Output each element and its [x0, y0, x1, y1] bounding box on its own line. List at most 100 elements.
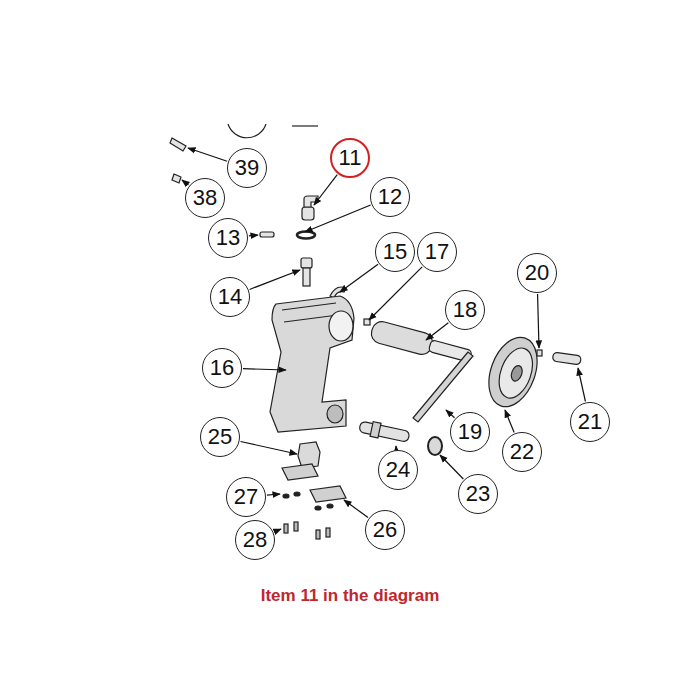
part-14-shank [303, 268, 310, 286]
part-22-rim [480, 331, 546, 414]
callout-circle: 38 [185, 178, 225, 218]
part-11-body [302, 207, 314, 220]
part-18-sleeve [369, 319, 435, 356]
part-28 [326, 528, 330, 537]
leader-line [314, 175, 337, 205]
callout-circle: 12 [370, 177, 410, 217]
leader-line [249, 234, 258, 236]
callout-number: 19 [458, 421, 482, 443]
part-16-detail [282, 303, 338, 322]
leader-line [243, 369, 286, 370]
parts [170, 124, 581, 539]
part-16-hole [327, 405, 343, 423]
callout-number: 18 [453, 299, 477, 321]
leader-line [446, 410, 455, 418]
part-13 [260, 232, 274, 237]
leader-line [267, 494, 280, 495]
leader-lines [182, 148, 585, 532]
callout-number: 39 [235, 157, 259, 179]
leader-line [340, 264, 378, 292]
part-27 [282, 464, 318, 480]
leader-line [578, 368, 585, 402]
part-22-face [493, 343, 539, 402]
part-11-elbow [304, 196, 318, 207]
callout-number: 26 [373, 519, 397, 541]
callout-number: 24 [386, 459, 410, 481]
callout-circle: 15 [375, 232, 415, 272]
part-28 [316, 530, 320, 539]
part-22-hub [509, 364, 524, 382]
leader-line [440, 455, 463, 479]
callout-circle: 14 [210, 277, 250, 317]
part-24-collar [370, 422, 381, 438]
callout-number: 21 [578, 411, 602, 433]
callout-circle: 24 [378, 450, 418, 490]
leader-line [369, 267, 422, 320]
leader-line [305, 205, 371, 232]
part-28 [294, 522, 298, 531]
callout-number: 28 [243, 529, 267, 551]
callout-circle: 39 [227, 148, 267, 188]
callout-number: 13 [216, 227, 240, 249]
callout-circle: 27 [226, 477, 266, 517]
part-dot [327, 504, 333, 508]
callout-number: 16 [210, 357, 234, 379]
leader-line [505, 410, 514, 433]
part-24-shaft [359, 421, 410, 442]
callout-circle: 20 [517, 253, 557, 293]
callout-circle: 23 [458, 474, 498, 514]
leader-line [250, 270, 300, 289]
callout-circle: 16 [202, 348, 242, 388]
part-22 [480, 331, 546, 414]
part-dot [294, 492, 300, 496]
part-39 [170, 138, 186, 151]
part-24 [358, 419, 410, 444]
part-23 [428, 437, 442, 455]
callout-number: 23 [466, 483, 490, 505]
leader-line [188, 148, 227, 161]
part-20 [537, 350, 542, 356]
part-28 [284, 524, 288, 533]
callout-number: 38 [193, 187, 217, 209]
callout-number: 17 [425, 241, 449, 263]
callout-circle: 18 [445, 290, 485, 330]
part-dot [315, 506, 321, 510]
part-21 [552, 352, 581, 365]
callout-number: 25 [208, 426, 232, 448]
callout-circle: 26 [365, 510, 405, 550]
callout-circle: 25 [200, 417, 240, 457]
callout-number: 22 [510, 441, 534, 463]
callout-number: 14 [218, 286, 242, 308]
callout-number: 11 [339, 147, 362, 169]
part-16-bore [329, 311, 353, 341]
callout-number: 27 [234, 486, 258, 508]
callout-circle: 11 [330, 138, 370, 178]
leader-line [395, 446, 396, 449]
callout-circle: 28 [235, 520, 275, 560]
part-21-grip [552, 352, 581, 365]
caption: Item 11 in the diagram [0, 586, 700, 606]
leader-line [344, 500, 368, 518]
leader-line [274, 529, 281, 532]
part-19 [413, 352, 473, 422]
part-12 [297, 232, 315, 239]
callout-circle: 17 [417, 232, 457, 272]
callout-circle: 21 [570, 402, 610, 442]
leader-line [426, 323, 448, 340]
callout-circle: 22 [502, 432, 542, 472]
leader-line [182, 180, 188, 185]
callout-number: 15 [383, 241, 407, 263]
leader-line [241, 442, 297, 454]
part-16-body [270, 296, 354, 432]
part-14-head [301, 258, 312, 268]
clipped-part [292, 125, 318, 126]
part-26 [310, 486, 346, 502]
callout-circle: 19 [450, 412, 490, 452]
callout-number: 20 [525, 262, 549, 284]
callout-circle: 13 [208, 218, 248, 258]
clipped-callout [228, 124, 266, 138]
part-dot [283, 494, 289, 498]
callout-number: 12 [378, 186, 402, 208]
part-38 [172, 174, 181, 183]
